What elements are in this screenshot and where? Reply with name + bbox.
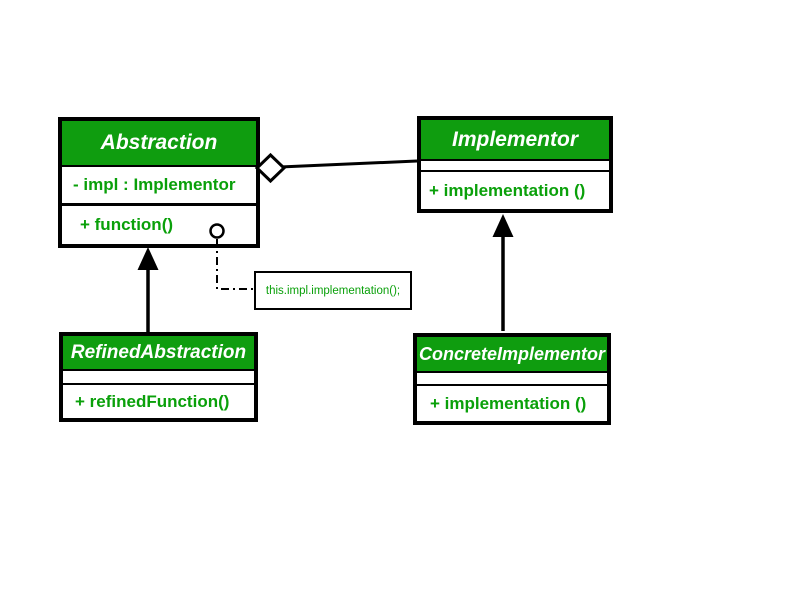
attributes-compartment: - impl : Implementor xyxy=(62,167,256,206)
class-title: Abstraction xyxy=(100,131,218,154)
methods-compartment: + implementation () xyxy=(417,386,607,421)
class-title: Implementor xyxy=(451,127,579,151)
class-header-refined-abstraction: RefinedAbstraction xyxy=(63,336,254,371)
class-box-implementor: Implementor + implementation () xyxy=(417,116,613,213)
aggregation-line xyxy=(279,159,418,169)
class-title: ConcreteImplementor xyxy=(418,343,606,364)
class-title: RefinedAbstraction xyxy=(70,341,247,363)
code-note: this.impl.implementation(); xyxy=(254,271,412,310)
method-text: + implementation () xyxy=(429,180,586,200)
method-text: + refinedFunction() xyxy=(75,391,230,411)
method-text: + function() xyxy=(80,215,174,234)
method-text: + implementation () xyxy=(430,393,587,413)
class-box-abstraction: Abstraction - impl : Implementor + funct… xyxy=(58,117,260,248)
generalization-arrowhead-icon xyxy=(492,214,514,237)
attributes-compartment-empty xyxy=(421,161,609,172)
attribute-text: - impl : Implementor xyxy=(73,175,236,194)
generalization-arrowhead-icon xyxy=(137,247,159,270)
code-note-text: this.impl.implementation(); xyxy=(265,284,401,297)
aggregation-diamond-icon xyxy=(254,152,287,184)
class-box-concrete-implementor: ConcreteImplementor + implementation () xyxy=(413,333,611,425)
class-header-abstraction: Abstraction xyxy=(62,121,256,167)
class-box-refined-abstraction: RefinedAbstraction + refinedFunction() xyxy=(59,332,258,422)
class-header-concrete-implementor: ConcreteImplementor xyxy=(417,337,607,373)
methods-compartment: + function() xyxy=(62,206,256,244)
attributes-compartment-empty xyxy=(417,373,607,386)
methods-compartment: + refinedFunction() xyxy=(63,385,254,418)
attributes-compartment-empty xyxy=(63,371,254,385)
methods-compartment: + implementation () xyxy=(421,172,609,209)
class-header-implementor: Implementor xyxy=(421,120,609,161)
